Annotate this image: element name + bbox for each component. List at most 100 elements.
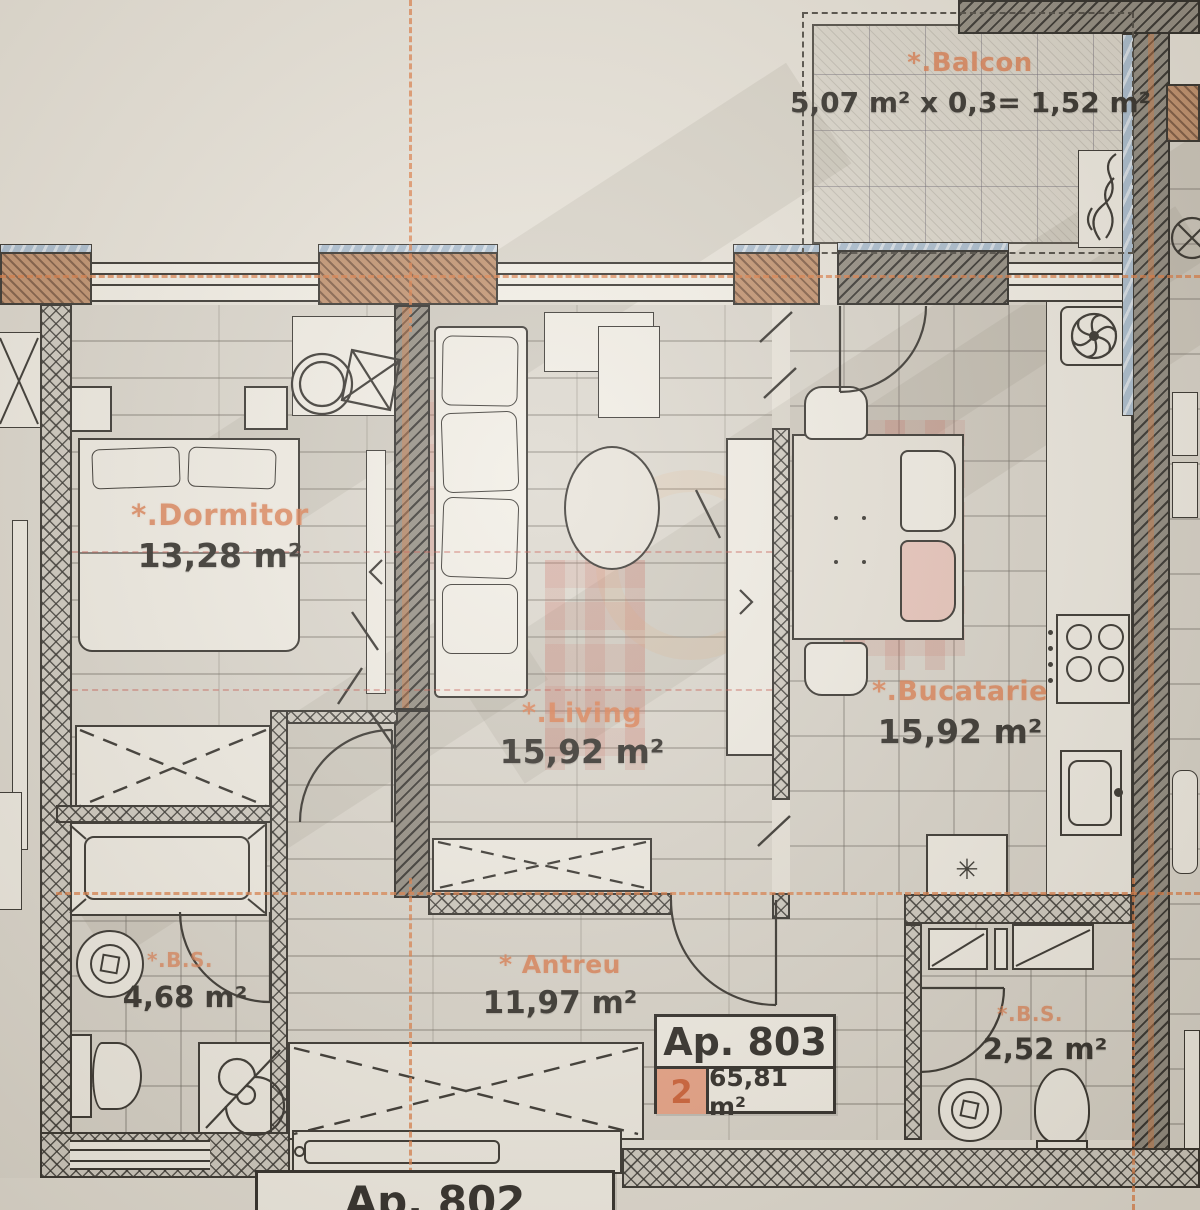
wardrobe-dormitor	[75, 725, 271, 811]
facade-pier	[733, 252, 820, 305]
washbasin-inner	[951, 1091, 989, 1129]
room-label-bucatarie: *.Bucatarie	[872, 676, 1048, 707]
chair	[804, 386, 868, 440]
wall-dorm-lower	[394, 710, 430, 898]
washer-divider	[994, 928, 1008, 970]
stove-knob	[1048, 678, 1053, 683]
room-label-bs-right: *.B.S.	[997, 1002, 1063, 1026]
stove-knob	[1048, 662, 1053, 667]
facade-pier	[0, 252, 92, 305]
wall-left	[40, 304, 72, 1140]
bed-pillow	[91, 446, 181, 490]
media-cabinet	[598, 326, 660, 418]
sofa-cushion	[440, 410, 520, 494]
wall-dorm-living-streak	[402, 307, 409, 708]
window-glass	[1009, 273, 1130, 286]
stove-knob	[1048, 646, 1053, 651]
window	[498, 262, 733, 302]
room-label-antreu: * Antreu	[499, 950, 621, 979]
window-bottom	[70, 1140, 210, 1170]
apartment-badge-title: Ap. 803	[657, 1017, 833, 1069]
washer-box	[928, 928, 988, 970]
room-label-living: *.Living	[521, 698, 643, 729]
closet-antreu	[288, 1042, 644, 1140]
wall-right-streak	[1148, 0, 1154, 1178]
window-glass	[92, 273, 318, 286]
bed-blanket-line	[80, 552, 298, 554]
axis-line-vertical	[1132, 878, 1135, 1210]
bench-inner	[304, 1140, 500, 1164]
wall-bs-right-top	[904, 894, 1132, 924]
burner	[1066, 624, 1092, 650]
wall-hall-top	[286, 710, 398, 724]
wall-right	[1132, 0, 1170, 1178]
facade-pier	[318, 252, 498, 305]
axis-line-vertical	[409, 878, 412, 1210]
window	[92, 262, 318, 302]
balcony-floor	[812, 24, 1124, 244]
axis-line-horizontal	[0, 275, 1200, 278]
room-area-bucatarie: 15,92 m²	[877, 712, 1043, 751]
apartment-badge-title: Ap. 802	[344, 1177, 526, 1210]
pier-right	[1166, 84, 1200, 142]
burner	[1098, 656, 1124, 682]
chair	[804, 642, 868, 696]
neighbor-right-floor	[1170, 120, 1200, 1178]
sink-faucet	[1114, 788, 1123, 797]
axis-line-vertical	[409, 0, 412, 332]
neighbor-right-box	[1172, 462, 1198, 518]
neighbor-right-sink	[1172, 770, 1198, 874]
nightstand	[66, 386, 112, 432]
balcony-outer	[802, 12, 1134, 254]
sofa-cushion	[441, 335, 519, 407]
wall-bottom-right	[622, 1148, 1200, 1188]
apartment-badge-803: Ap. 803 2 65,81 m²	[654, 1014, 836, 1121]
room-area-antreu: 11,97 m²	[482, 985, 638, 1021]
room-area-dormitor: 13,28 m²	[137, 536, 303, 575]
wall-living-antreu	[428, 893, 672, 915]
stove-knob	[1048, 630, 1053, 635]
neighbor-right-tub	[1184, 1030, 1200, 1154]
chair-pink	[900, 540, 956, 622]
wall-top-right	[958, 0, 1200, 34]
washbasin-square	[959, 1099, 980, 1120]
dresser	[292, 316, 400, 416]
tv-cabinet-living	[726, 438, 774, 756]
bathtub-inner	[84, 836, 250, 900]
room-label-dormitor: *.Dormitor	[131, 498, 309, 532]
toilet-bowl	[92, 1042, 142, 1110]
sofa-cushion	[442, 584, 518, 654]
toilet-tank	[70, 1034, 92, 1118]
wall-living-kitchen-stub	[772, 893, 790, 919]
room-area-bs-left: 4,68 m²	[122, 980, 248, 1014]
balcony-formula: 5,07 m² x 0,3= 1,52 m²	[790, 86, 1151, 119]
sofa-cushion	[440, 496, 520, 580]
apartment-total-area: 65,81 m²	[709, 1062, 789, 1121]
burner	[1098, 624, 1124, 650]
room-area-living: 15,92 m²	[499, 732, 665, 771]
sink-basin	[1068, 760, 1112, 826]
balcony-label: *.Balcon	[907, 48, 1033, 78]
washer-box	[1012, 924, 1094, 970]
extractor-fan-box	[1060, 306, 1128, 366]
window-glass	[70, 1149, 210, 1162]
table-dot	[862, 560, 866, 564]
wall-bs-left-top	[56, 805, 286, 823]
toilet-bowl	[1034, 1068, 1090, 1144]
room-area-bs-right: 2,52 m²	[982, 1032, 1108, 1066]
room-label-bs-left: *.B.S.	[147, 948, 213, 972]
wall-dorm-living	[394, 305, 430, 710]
wall-living-kitchen	[772, 428, 790, 800]
wall-bs-left-right	[270, 710, 288, 1140]
table-dot	[862, 516, 866, 520]
washbasin-inner	[90, 944, 130, 984]
section-line-red	[72, 551, 772, 553]
neighbor-left-panel	[0, 792, 22, 910]
section-line-red	[72, 689, 772, 691]
snowflake-icon: ✳	[955, 852, 979, 886]
window	[1009, 262, 1130, 302]
axis-line-horizontal	[56, 892, 1200, 895]
nightstand	[244, 386, 288, 430]
burner	[1066, 656, 1092, 682]
wall-bs-right-left	[904, 924, 922, 1140]
